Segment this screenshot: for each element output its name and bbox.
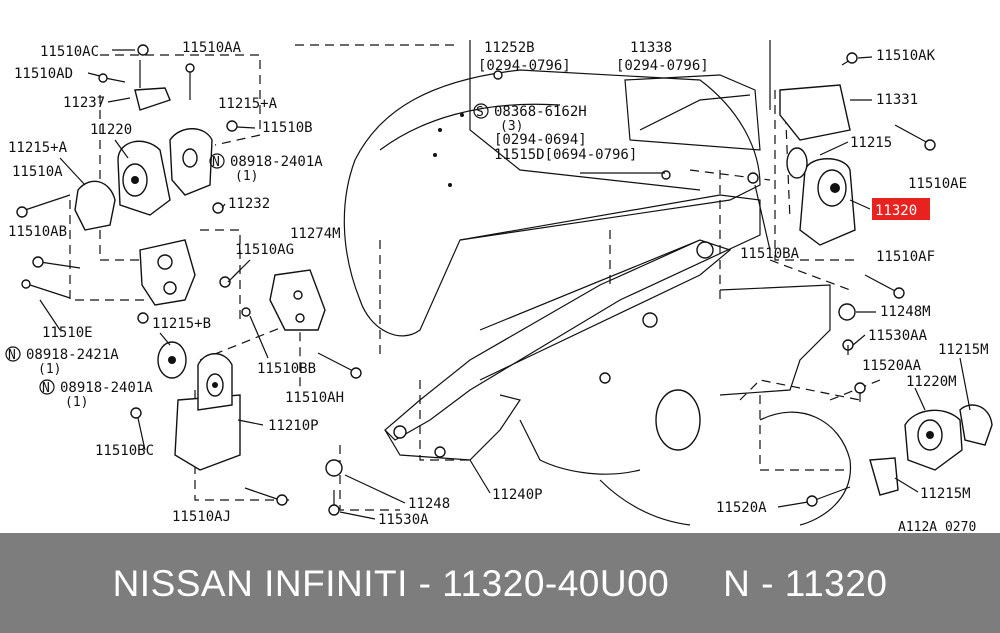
callout-labels: 11510AC 11510AA 11510AD 11237 11215+A 11… [5,40,989,533]
label-11510BA: 11510BA [740,246,800,262]
label-11237: 11237 [63,95,105,111]
footer-part-number: NISSAN INFINITI - 11320-40U00 N - 11320 [112,563,888,604]
s-prefix: S [476,105,484,120]
label-11510AC: 11510AC [40,44,99,60]
left-mount-assembly [74,60,213,306]
label-11515D: 11515D[0694-0796] [494,147,637,163]
label-11530A: 11530A [378,512,429,528]
label-11510B: 11510B [262,120,313,136]
label-08918-2401A: 08918-2401A [230,154,323,170]
label-11510BC: 11510BC [95,443,154,459]
label-11510BB: 11510BB [257,361,316,377]
qty-08918-2421A: (1) [38,362,61,377]
crossmember-outline [384,194,761,526]
label-11510AA: 11510AA [182,40,242,56]
label-11215M-top: 11215M [938,342,989,358]
label-11215B: 11215+B [152,316,211,332]
label-11520A: 11520A [716,500,767,516]
label-08368-6162H: 08368-6162H [494,104,587,120]
label-11530AA: 11530AA [868,328,928,344]
label-11510A: 11510A [12,164,63,180]
label-11215M-bot: 11215M [920,486,971,502]
label-11220: 11220 [90,122,132,138]
label-08918-2401A-b: 08918-2401A [60,380,153,396]
label-11248M: 11248M [880,304,931,320]
n-symbol-3 [39,379,55,395]
bolts [16,44,936,516]
label-11510AF: 11510AF [876,249,935,265]
engine-block-outline [343,69,761,337]
label-11331: 11331 [876,92,918,108]
n-prefix-1: N [212,155,220,170]
label-11510AB: 11510AB [8,224,67,240]
label-11338-date: [0294-0796] [616,58,709,74]
label-11232: 11232 [228,196,270,212]
footer-bar: NISSAN INFINITI - 11320-40U00 N - 11320 [0,533,1000,633]
mount-11210P [157,341,241,471]
label-11252B: 11252B [484,40,535,56]
qty-08918-2401A-b: (1) [65,395,88,410]
qty-08368-6162H: (3) [500,119,523,134]
n-symbol-1 [209,153,225,169]
label-11510AE: 11510AE [908,176,967,192]
label-11274M: 11274M [290,226,341,242]
label-11210P: 11210P [268,418,319,434]
n-prefix-3: N [42,381,50,396]
label-11338: 11338 [630,40,672,56]
bracket-11274M [269,269,326,331]
label-11240P: 11240P [492,487,543,503]
qty-08918-2401A: (1) [235,169,258,184]
parts-diagram: 11510AC 11510AA 11510AD 11237 11215+A 11… [5,40,993,533]
label-11252B-date: [0294-0796] [478,58,571,74]
mount-11220M [869,404,993,496]
label-08918-2421A: 08918-2421A [26,347,119,363]
label-11510AD: 11510AD [14,66,73,82]
label-11215: 11215 [850,135,892,151]
label-11510AG: 11510AG [235,242,294,258]
label-11510AH: 11510AH [285,390,344,406]
label-11320: 11320 [875,203,917,219]
label-11520AA: 11520AA [862,358,922,374]
label-11248: 11248 [408,496,450,512]
n-prefix-2: N [8,348,16,363]
mount-11320 [779,84,856,246]
highlight-box-11320 [872,198,930,220]
s-symbol [473,103,489,119]
label-11510AJ: 11510AJ [172,509,231,525]
right-side-outline [469,40,852,526]
diagram-code: A112A 0270 [898,520,976,533]
label-11215A-left: 11215+A [8,140,68,156]
label-11220M: 11220M [906,374,957,390]
label-leaders [39,49,971,520]
label-08368-date: [0294-0694] [494,132,587,148]
label-11215A-top: 11215+A [218,96,278,112]
label-11510E: 11510E [42,325,93,341]
label-11510AK: 11510AK [876,48,936,64]
n-symbol-2 [5,346,21,362]
